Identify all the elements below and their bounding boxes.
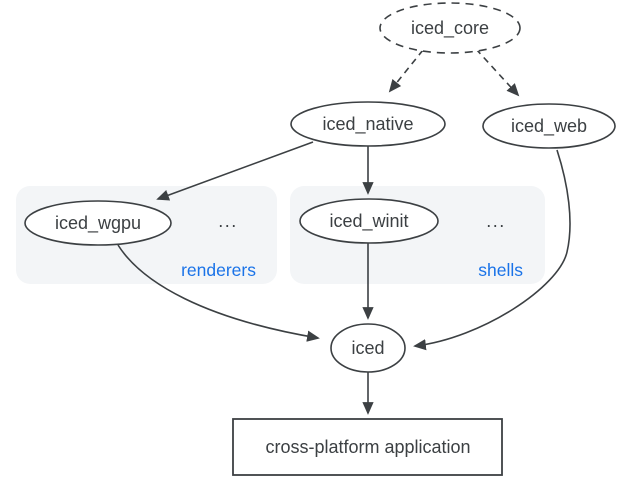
node-iced-winit-label: iced_winit bbox=[329, 211, 408, 232]
node-iced-core-ellipse bbox=[379, 2, 521, 54]
renderers-group-label: renderers bbox=[181, 260, 256, 280]
edge-web-to-iced bbox=[413, 149, 571, 351]
node-iced-core-label: iced_core bbox=[411, 18, 489, 39]
app-box bbox=[232, 418, 503, 476]
node-iced-native-label: iced_native bbox=[322, 114, 413, 135]
node-iced-winit-ellipse bbox=[299, 198, 439, 244]
node-iced-ellipse bbox=[330, 323, 406, 373]
renderers-ellipsis: ... bbox=[218, 211, 238, 231]
shells-group-label: shells bbox=[478, 260, 523, 280]
node-iced-web-label: iced_web bbox=[511, 116, 587, 137]
app-box-label: cross-platform application bbox=[265, 437, 470, 457]
node-iced-native-ellipse bbox=[290, 101, 446, 147]
edge-wgpu-to-iced bbox=[117, 244, 320, 342]
node-iced-wgpu-ellipse bbox=[24, 200, 172, 246]
shells-ellipsis: ... bbox=[486, 211, 506, 231]
edge-native-to-wgpu bbox=[156, 141, 314, 201]
node-iced-label: iced bbox=[351, 338, 384, 358]
node-iced-web-ellipse bbox=[482, 103, 616, 149]
node-iced-wgpu-label: iced_wgpu bbox=[55, 213, 141, 234]
edge-core-to-native bbox=[388, 49, 424, 93]
edge-core-to-web bbox=[475, 48, 520, 97]
